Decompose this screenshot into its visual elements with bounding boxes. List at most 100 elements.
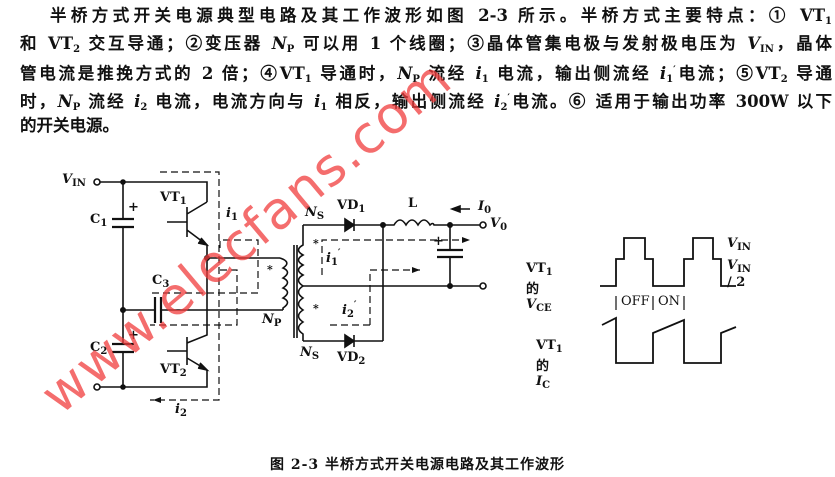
- text-segment: N: [397, 64, 413, 83]
- text-segment: 可以用 1 个线圈；③晶体管集电极与发射极电压为: [294, 33, 748, 53]
- text-segment: 流经: [80, 91, 135, 111]
- vt1-label: VT1: [160, 190, 187, 207]
- text-segment: 1: [320, 101, 328, 113]
- text-segment: ′: [673, 65, 676, 76]
- vo-terminal: [479, 221, 487, 229]
- text-segment: 时，: [20, 91, 58, 111]
- vd1-label: VD1: [337, 198, 366, 215]
- np-winding: [279, 257, 289, 310]
- text-segment: ′: [507, 92, 511, 104]
- text-segment: 2: [73, 43, 81, 55]
- c3-loop: [150, 269, 238, 326]
- text-segment: 1: [304, 74, 312, 85]
- text-segment: 半桥方式开关电源典型电路及其工作波形如图 2-3 所示。半桥方式主要特点：① V…: [50, 6, 826, 25]
- on-label: ON: [658, 294, 681, 309]
- vt2-transistor: [167, 258, 208, 371]
- text-segment: 电流。⑥ 适用于输出功率 300W 以下: [510, 91, 832, 111]
- plus-sign: +: [128, 328, 139, 343]
- text-segment: i: [314, 91, 321, 111]
- transformer-core: [293, 245, 298, 338]
- vce-waveform: [600, 237, 736, 287]
- i1-loop: [150, 239, 259, 294]
- text-segment: 相反，输出侧流经: [327, 91, 495, 111]
- vin-half-level-label: VIN / 2: [727, 258, 751, 290]
- l-inductor: [383, 219, 480, 227]
- c2-capacitor: [112, 342, 134, 354]
- junction-dot: [120, 306, 127, 313]
- ns-winding: [297, 225, 305, 341]
- i2-prime-label: i2′: [342, 300, 357, 320]
- vin-label: VIN: [62, 172, 86, 189]
- c3-capacitor: [153, 297, 163, 323]
- i1-label: i1: [226, 206, 238, 223]
- text-segment: 导通: [787, 64, 832, 83]
- vt2-label: VT2: [160, 362, 187, 379]
- ic-label: VT1的IC: [536, 338, 563, 391]
- junction-dot: [120, 384, 126, 390]
- dot-marker: *: [267, 263, 273, 276]
- plus-sign: +: [433, 234, 444, 249]
- body-paragraph: 半桥方式开关电源典型电路及其工作波形如图 2-3 所示。半桥方式主要特点：① V…: [20, 2, 832, 140]
- text-segment: P: [412, 74, 420, 85]
- text-segment: 交互导通；②变压器: [80, 33, 272, 53]
- text-segment: P: [72, 101, 81, 113]
- current-paths: [150, 171, 460, 401]
- text-segment: 导通时，: [311, 64, 398, 83]
- text-segment: 电流；⑤VT: [675, 64, 781, 83]
- text-segment: 的开关电源。: [20, 116, 119, 135]
- inductor-label: L: [408, 196, 418, 211]
- paragraph-line: 的开关电源。: [20, 112, 832, 140]
- vd2-diode: [344, 333, 356, 349]
- io-label: I0: [478, 199, 492, 216]
- c1-capacitor: [112, 217, 134, 229]
- text-segment: i: [494, 91, 501, 111]
- paragraph-line: 时，NP 流经 i2 电流，电流方向与 i1 相反，输出侧流经 i2′电流。⑥ …: [20, 85, 832, 113]
- junction-dot: [446, 282, 453, 289]
- vin-level-label: VIN: [727, 236, 751, 253]
- text-segment: V: [747, 33, 761, 53]
- vt2-emitter-arrow: [197, 362, 210, 372]
- text-segment: N: [57, 91, 73, 111]
- arrow-icon: [153, 397, 161, 403]
- vd2-label: VD2: [337, 350, 366, 367]
- i2-loop: [150, 171, 220, 401]
- text-segment: 2: [780, 74, 788, 85]
- rail-wires: [100, 181, 208, 388]
- c1-label: C1: [90, 212, 108, 229]
- dot-marker: *: [313, 302, 319, 315]
- current-arrows: [153, 204, 470, 403]
- text-segment: 管电流是推挽方式的 2 倍；④VT: [20, 64, 305, 83]
- vce-label: VT1的VCE: [526, 261, 553, 314]
- text-segment: i: [659, 64, 667, 83]
- vd1-diode: [344, 217, 356, 233]
- paragraph-line: 管电流是推挽方式的 2 倍；④VT1 导通时，NP 流经 i1 电流，输出侧流经…: [20, 57, 832, 85]
- off-label: OFF: [621, 294, 650, 309]
- vt1-transistor: [167, 201, 208, 258]
- paragraph-line: 半桥方式开关电源典型电路及其工作波形如图 2-3 所示。半桥方式主要特点：① V…: [20, 2, 832, 30]
- paragraph-line: 和 VT2 交互导通；②变压器 NP 可以用 1 个线圈；③晶体管集电极与发射极…: [20, 30, 832, 58]
- i1-prime-label: i1′: [326, 248, 341, 268]
- output-gnd-terminal: [479, 282, 487, 290]
- text-segment: ，晶体: [773, 33, 832, 53]
- output-capacitor: [437, 248, 463, 259]
- junction-dot: [446, 222, 453, 229]
- waveforms: [600, 237, 737, 364]
- text-segment: 流经: [419, 64, 476, 83]
- io-arrow-icon: [449, 204, 470, 214]
- text-segment: P: [286, 43, 295, 55]
- vin-terminal: [93, 178, 101, 186]
- plus-sign: +: [128, 200, 139, 215]
- text-segment: N: [271, 33, 287, 53]
- off-on-markers: [615, 296, 685, 310]
- transformer: [279, 217, 487, 349]
- text-segment: 1: [481, 74, 489, 85]
- figure-caption: 图 2-3 半桥方式开关电源电路及其工作波形: [269, 457, 566, 473]
- arrow-icon: [462, 237, 470, 243]
- i2-label: i2: [175, 402, 187, 419]
- i1p-path: [321, 239, 460, 275]
- ic-waveform: [601, 316, 737, 364]
- text-segment: 1: [825, 16, 832, 27]
- text-segment: IN: [760, 43, 774, 55]
- c2-label: C2: [90, 340, 108, 357]
